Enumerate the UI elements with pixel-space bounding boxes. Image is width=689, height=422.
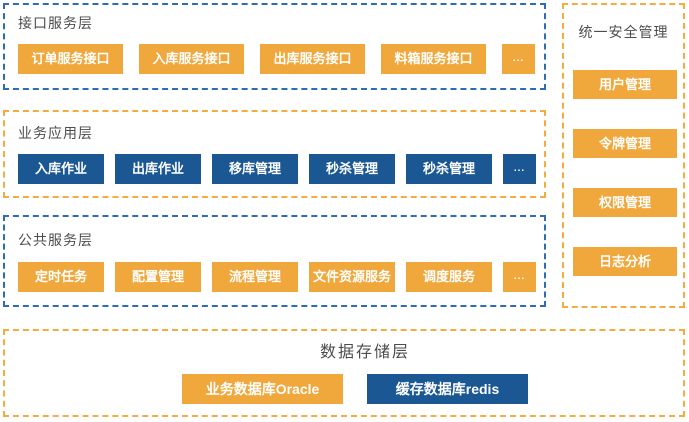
layer-business-application: 业务应用层 入库作业 出库作业 移库管理 秒杀管理 秒杀管理 ...: [3, 110, 546, 198]
node-bin-service-api: 料箱服务接口: [381, 44, 486, 74]
node-log-analysis: 日志分析: [573, 247, 677, 276]
node-user-management: 用户管理: [573, 70, 677, 99]
node-seckill-management-1: 秒杀管理: [309, 154, 395, 184]
storage-button-row: 业务数据库Oracle 缓存数据库redis: [182, 374, 528, 404]
node-inbound-job: 入库作业: [18, 154, 104, 184]
node-file-resource-service: 文件资源服务: [309, 262, 395, 292]
layer-storage-title: 数据存储层: [319, 344, 411, 361]
interface-button-row: 订单服务接口 入库服务接口 出库服务接口 料箱服务接口 ...: [18, 44, 535, 74]
layer-interface-title: 接口服务层: [18, 15, 93, 31]
node-dispatch-service: 调度服务: [406, 262, 492, 292]
node-token-management: 令牌管理: [573, 129, 677, 158]
node-cache-db-redis: 缓存数据库redis: [367, 374, 528, 404]
node-timed-task: 定时任务: [18, 262, 104, 292]
business-button-row: 入库作业 出库作业 移库管理 秒杀管理 秒杀管理 ...: [18, 154, 536, 184]
node-move-management: 移库管理: [212, 154, 298, 184]
node-seckill-management-2: 秒杀管理: [406, 154, 492, 184]
node-public-more: ...: [503, 262, 536, 292]
public-button-row: 定时任务 配置管理 流程管理 文件资源服务 调度服务 ...: [18, 262, 536, 292]
node-order-service-api: 订单服务接口: [18, 44, 123, 74]
layer-security-management: 统一安全管理 用户管理 令牌管理 权限管理 日志分析: [562, 3, 685, 308]
node-business-more: ...: [503, 154, 536, 184]
node-permission-management: 权限管理: [573, 188, 677, 217]
node-business-db-oracle: 业务数据库Oracle: [182, 374, 343, 404]
node-config-management: 配置管理: [115, 262, 201, 292]
layer-security-title: 统一安全管理: [578, 24, 669, 40]
node-inbound-service-api: 入库服务接口: [139, 44, 244, 74]
layer-public-title: 公共服务层: [18, 232, 93, 248]
layer-interface-service: 接口服务层 订单服务接口 入库服务接口 出库服务接口 料箱服务接口 ...: [3, 3, 546, 90]
node-process-management: 流程管理: [212, 262, 298, 292]
node-outbound-service-api: 出库服务接口: [260, 44, 365, 74]
layer-business-title: 业务应用层: [18, 125, 93, 141]
layer-data-storage: 数据存储层 业务数据库Oracle 缓存数据库redis: [3, 329, 685, 417]
layer-public-service: 公共服务层 定时任务 配置管理 流程管理 文件资源服务 调度服务 ...: [3, 215, 546, 307]
node-outbound-job: 出库作业: [115, 154, 201, 184]
node-interface-more: ...: [502, 44, 535, 74]
